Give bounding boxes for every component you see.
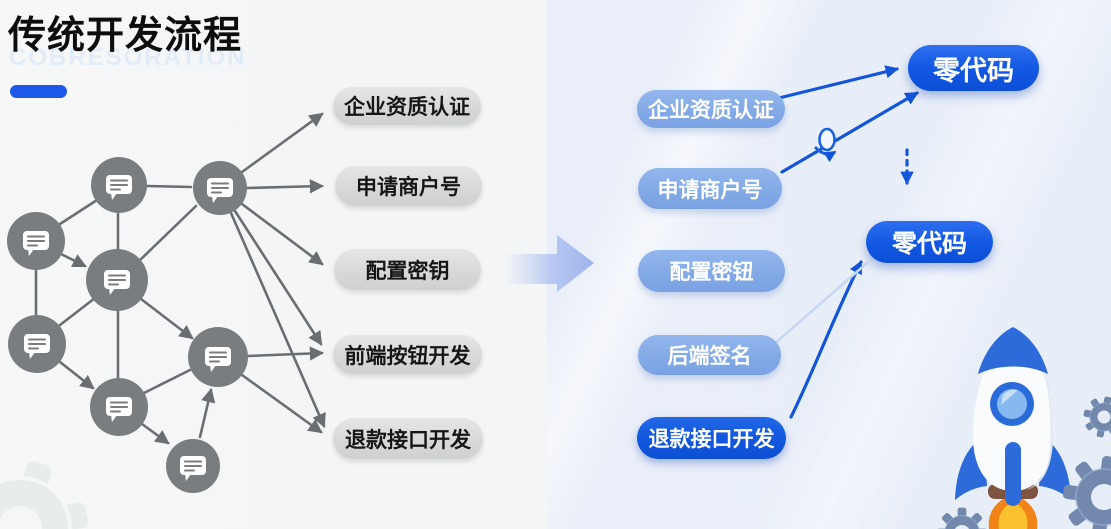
chat-node-icon bbox=[7, 212, 65, 270]
title-underline bbox=[10, 85, 67, 98]
chat-node-icon bbox=[90, 378, 148, 436]
left-step-pill: 企业资质认证 bbox=[333, 87, 481, 125]
right-step-pill: 退款接口开发 bbox=[637, 417, 786, 459]
left-step-pill: 配置密钥 bbox=[334, 249, 481, 290]
left-step-pill: 退款接口开发 bbox=[333, 418, 483, 459]
gear-icon bbox=[935, 392, 1111, 529]
left-step-pill: 前端按钮开发 bbox=[333, 335, 482, 374]
chat-node-icon bbox=[193, 161, 247, 215]
zero-code-badge: 零代码 bbox=[866, 221, 993, 263]
swipe-down-icon bbox=[813, 127, 837, 163]
chat-node-icon bbox=[166, 439, 220, 493]
chat-node-icon bbox=[86, 249, 148, 311]
watermark-text: COBRESORATION bbox=[9, 44, 247, 71]
right-step-pill: 配置密钮 bbox=[638, 250, 785, 292]
chat-node-icon bbox=[91, 157, 147, 213]
chat-node-icon bbox=[188, 327, 248, 387]
page-title: 传统开发流程 bbox=[8, 15, 243, 57]
faint-gear-icon bbox=[0, 461, 88, 529]
right-step-pill: 申请商户号 bbox=[638, 168, 782, 209]
right-step-pill: 后端签名 bbox=[638, 335, 781, 375]
rocket-illustration bbox=[955, 327, 1071, 529]
chat-node-icon bbox=[8, 315, 66, 373]
traditional-network-nodes bbox=[7, 157, 248, 493]
transition-right-arrow bbox=[504, 235, 594, 292]
traditional-network-edges bbox=[34, 112, 326, 445]
right-step-pill: 企业资质认证 bbox=[637, 90, 785, 128]
left-step-pill: 申请商户号 bbox=[335, 166, 482, 206]
zero-code-badge: 零代码 bbox=[908, 45, 1039, 91]
light-connector-line bbox=[771, 261, 869, 347]
